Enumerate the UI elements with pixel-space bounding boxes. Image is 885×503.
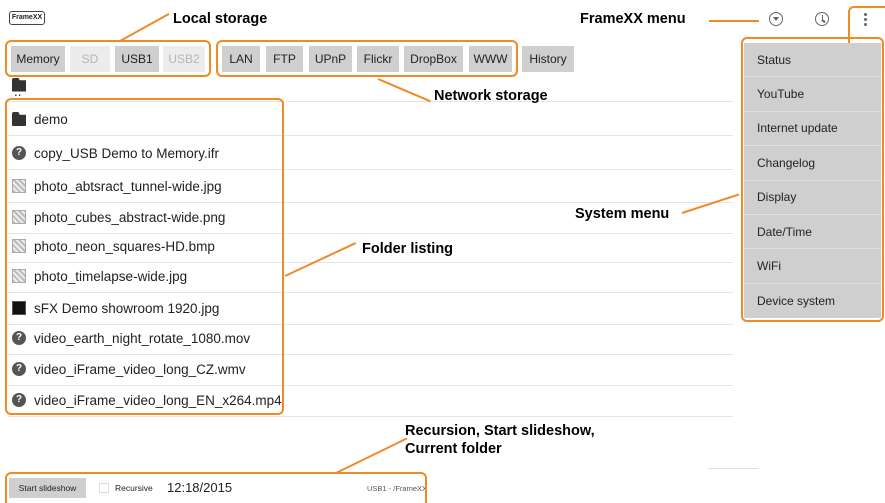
- list-item[interactable]: photo_abtsract_tunnel-wide.jpg: [8, 170, 733, 203]
- list-item-parent[interactable]: ..: [8, 76, 733, 102]
- callout-folder-listing: Folder listing: [362, 241, 454, 257]
- network-storage-frame: [216, 40, 518, 77]
- image-thumbnail-icon: [12, 239, 26, 253]
- list-item[interactable]: photo_cubes_abstract-wide.png: [8, 201, 733, 234]
- start-slideshow-button[interactable]: Start slideshow: [9, 478, 86, 498]
- callout-line-recursion: [335, 437, 408, 474]
- dropdown-circle-icon[interactable]: [766, 9, 786, 29]
- folder-icon: [12, 112, 26, 126]
- folder-icon: [12, 77, 26, 92]
- unknown-file-icon: ?: [12, 331, 26, 345]
- list-item[interactable]: photo_timelapse-wide.jpg: [8, 260, 733, 293]
- callout-system-menu: System menu: [575, 206, 670, 222]
- network-lan-button[interactable]: LAN: [222, 46, 260, 72]
- list-item[interactable]: ? video_iFrame_video_long_EN_x264.mp4: [8, 384, 733, 417]
- storage-sd-button[interactable]: SD: [70, 46, 110, 72]
- menu-item-date-time[interactable]: Date/Time: [744, 215, 881, 250]
- overflow-frame: [848, 6, 885, 43]
- unknown-file-icon: ?: [12, 362, 26, 376]
- menu-item-wifi[interactable]: WiFi: [744, 249, 881, 284]
- overflow-menu-icon[interactable]: [855, 9, 875, 29]
- callout-line-local: [119, 12, 170, 42]
- unknown-file-icon: ?: [12, 146, 26, 160]
- framexx-logo: FrameXX: [9, 11, 45, 25]
- history-button[interactable]: History: [522, 46, 574, 72]
- current-folder-path: USB1 - /FrameXX: [367, 484, 428, 493]
- system-menu: Status YouTube Internet update Changelog…: [744, 43, 881, 318]
- list-item[interactable]: ? video_iFrame_video_long_CZ.wmv: [8, 353, 733, 386]
- recursive-label: Recursive: [115, 483, 153, 493]
- image-thumbnail-dark-icon: [12, 301, 26, 315]
- callout-line-frame-menu: [709, 20, 759, 22]
- menu-item-youtube[interactable]: YouTube: [744, 77, 881, 112]
- list-item[interactable]: photo_neon_squares-HD.bmp: [8, 230, 733, 263]
- storage-usb1-button[interactable]: USB1: [115, 46, 159, 72]
- menu-item-device-system[interactable]: Device system: [757, 293, 836, 308]
- recursive-checkbox[interactable]: [99, 483, 109, 493]
- list-item[interactable]: ? video_earth_night_rotate_1080.mov: [8, 322, 733, 355]
- clock-display: 12:18/2015: [167, 480, 233, 495]
- divider: [708, 468, 758, 469]
- storage-usb2-button[interactable]: USB2: [163, 46, 205, 72]
- image-thumbnail-icon: [12, 179, 26, 193]
- callout-local-storage: Local storage: [173, 11, 268, 27]
- list-item[interactable]: ? copy_USB Demo to Memory.ifr: [8, 137, 733, 170]
- image-thumbnail-icon: [12, 210, 26, 224]
- network-dropbox-button[interactable]: DropBox: [404, 46, 463, 72]
- callout-frame-menu: FrameXX menu: [580, 11, 686, 27]
- storage-memory-button[interactable]: Memory: [11, 46, 65, 72]
- image-thumbnail-icon: [12, 269, 26, 283]
- network-www-button[interactable]: WWW: [469, 46, 512, 72]
- menu-item-changelog[interactable]: Changelog: [744, 146, 881, 181]
- local-storage-frame: [5, 40, 211, 77]
- clock-icon[interactable]: [812, 9, 832, 29]
- menu-item-internet-update[interactable]: Internet update: [744, 112, 881, 147]
- folder-listing-frame: [5, 98, 284, 415]
- callout-recursion-line1: Recursion, Start slideshow,: [405, 423, 595, 439]
- network-upnp-button[interactable]: UPnP: [309, 46, 352, 72]
- list-item[interactable]: sFX Demo showroom 1920.jpg: [8, 292, 733, 325]
- network-flickr-button[interactable]: Flickr: [357, 46, 399, 72]
- unknown-file-icon: ?: [12, 393, 26, 407]
- bottom-bar-frame: [5, 472, 427, 503]
- menu-item-display[interactable]: Display: [744, 181, 881, 215]
- callout-network-storage: Network storage: [434, 88, 548, 104]
- callout-recursion-line2: Current folder: [405, 441, 502, 457]
- system-menu-frame: [741, 37, 884, 322]
- network-ftp-button[interactable]: FTP: [266, 46, 303, 72]
- menu-item-status[interactable]: Status: [744, 43, 881, 78]
- list-item[interactable]: demo: [8, 103, 733, 136]
